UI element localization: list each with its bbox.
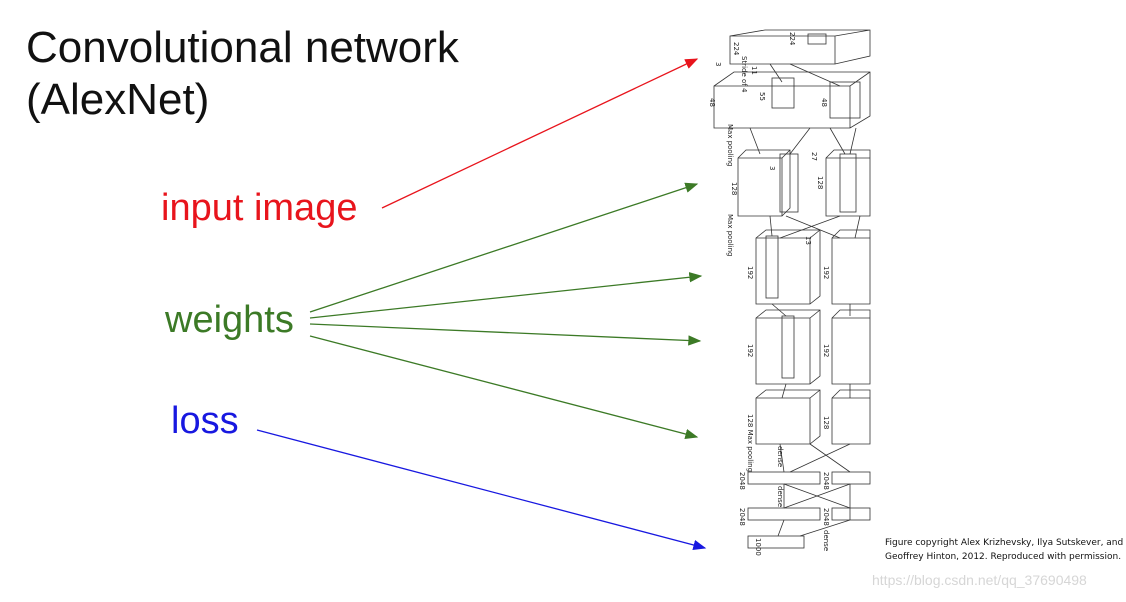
watermark: https://blog.csdn.net/qq_37690498 (872, 572, 1087, 588)
weights-arrow-1 (309, 182, 699, 313)
fig-label-55: 55 (758, 92, 766, 101)
weights-label: weights (165, 299, 294, 341)
fig-label-27: 27 (810, 152, 818, 161)
dense1-box-a (747, 471, 821, 485)
fig-label-224a: 224 (732, 42, 740, 56)
fig-label-2048b: 2048 (822, 472, 830, 490)
fig-label-2048d: 2048 (822, 508, 830, 526)
input-arrow (381, 58, 699, 209)
conv3-volume-b (831, 229, 871, 305)
loss-label: loss (171, 400, 239, 442)
alexnet-architecture-figure: 224 224 Stride of 4 3 11 55 48 48 Max po… (708, 29, 871, 556)
connection-lines (749, 63, 861, 537)
fig-label-128a: 128 (730, 182, 738, 195)
fig-label-pool2: Max pooling (726, 214, 734, 256)
conv1-kernel-b (829, 81, 861, 119)
conv5-volume-a (755, 389, 821, 445)
dense2-box-b (831, 507, 871, 521)
conv5-volume-b (831, 389, 871, 445)
figure-caption-line1: Figure copyright Alex Krizhevsky, Ilya S… (885, 538, 1124, 548)
input-image-label: input image (161, 187, 358, 229)
dense1-box-b (831, 471, 871, 485)
conv4-inner-a (781, 315, 795, 379)
conv2-inner-b (839, 153, 857, 213)
conv4-volume-b (831, 309, 871, 385)
slide-title-line1: Convolutional network (26, 23, 459, 72)
conv2-volume-b (825, 149, 871, 217)
figure-caption-line2: Geoffrey Hinton, 2012. Reproduced with p… (885, 552, 1122, 562)
weights-arrow-3 (309, 323, 702, 346)
conv3-volume-a (755, 229, 821, 305)
weights-arrow-4 (309, 335, 699, 440)
fig-label-dense3: dense (822, 530, 830, 551)
conv2-volume-a (737, 149, 791, 217)
fig-label-13: 13 (804, 236, 812, 245)
output-box (747, 535, 805, 549)
fig-label-2048c: 2048 (738, 508, 746, 526)
loss-arrow (256, 429, 707, 551)
fig-label-128b: 128 (816, 176, 824, 189)
fig-label-3: 3 (714, 62, 722, 66)
input-kernel (807, 33, 827, 45)
fig-label-3a: 3 (768, 166, 776, 170)
fig-label-192d: 192 (822, 344, 830, 357)
fig-label-stride: Stride of 4 (740, 56, 748, 93)
fig-label-2048a: 2048 (738, 472, 746, 490)
fig-label-128c: 128 Max pooling (746, 414, 754, 472)
conv3-inner-a (765, 235, 779, 299)
dense2-box-a (747, 507, 821, 521)
fig-label-192c: 192 (746, 344, 754, 357)
fig-label-dense2: dense (776, 486, 784, 507)
slide-title: Convolutional network (AlexNet) (26, 22, 459, 126)
conv2-inner-a (779, 153, 799, 213)
weights-arrow-2 (309, 272, 703, 319)
fig-label-48a: 48 (708, 98, 716, 107)
conv1-volume (713, 71, 871, 129)
fig-label-192b: 192 (822, 266, 830, 279)
fig-label-11: 11 (750, 66, 758, 75)
fig-label-128d: 128 (822, 416, 830, 429)
fig-label-224b: 224 (788, 32, 796, 46)
input-volume (729, 29, 871, 65)
fig-label-48b: 48 (820, 98, 828, 107)
fig-label-pool1: Max pooling (726, 124, 734, 166)
conv1-kernel-a (771, 77, 795, 109)
fig-label-dense1: dense (776, 446, 784, 467)
slide-title-line2: (AlexNet) (26, 75, 210, 124)
fig-label-1000: 1000 (754, 538, 762, 556)
fig-label-192a: 192 (746, 266, 754, 279)
figure-caption: Figure copyright Alex Krizhevsky, Ilya S… (885, 536, 1123, 564)
conv4-volume-a (755, 309, 821, 385)
